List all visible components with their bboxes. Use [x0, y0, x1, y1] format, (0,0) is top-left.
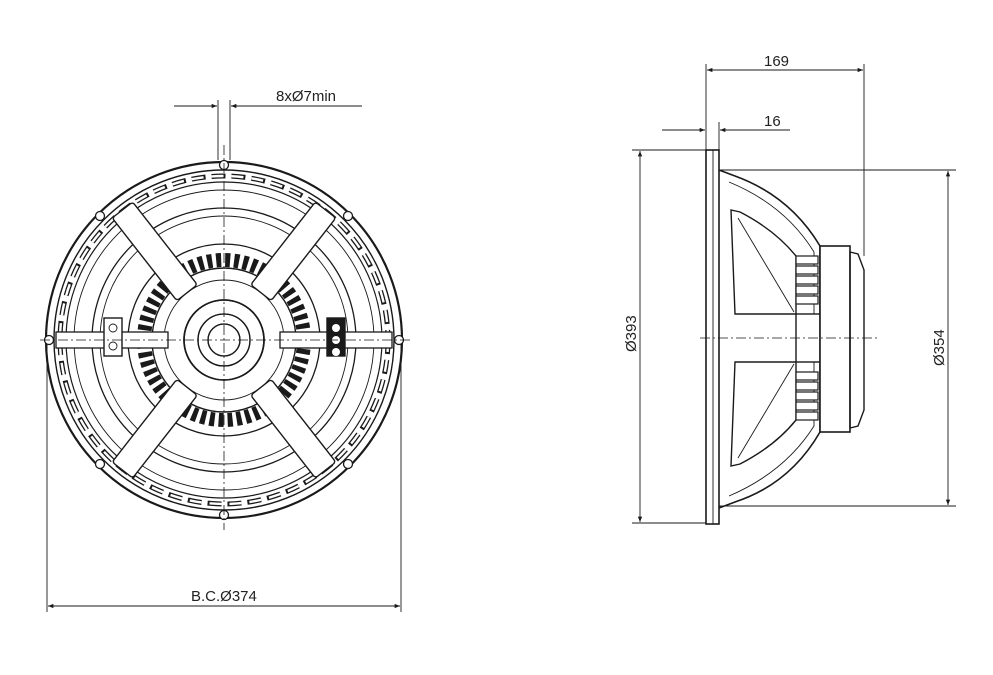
bolt-circle-dimension: B.C.Ø374 [46, 345, 402, 612]
flange-label: 16 [764, 113, 781, 130]
depth-label: 169 [764, 53, 789, 70]
front-view: 8xØ7min B.C.Ø374 [40, 88, 410, 612]
bolt-circle-label: B.C.Ø374 [191, 588, 257, 605]
baffle-diameter-label: Ø354 [931, 329, 948, 366]
motor-fins [795, 255, 819, 421]
baffle-diameter-dimension: Ø354 [719, 169, 956, 507]
depth-dimension: 169 [705, 53, 865, 256]
side-view-speaker-icon [705, 149, 865, 525]
outer-diameter-label: Ø393 [623, 315, 640, 352]
outer-diameter-dimension: Ø393 [623, 149, 706, 524]
side-view: 169 16 Ø393 Ø354 [623, 53, 956, 525]
frame-spokes [112, 202, 336, 478]
hole-spec-label: 8xØ7min [276, 88, 336, 105]
terminal-block-icon [103, 317, 346, 357]
flange-dimension: 16 [662, 113, 790, 150]
hole-spec-dimension: 8xØ7min [174, 88, 362, 160]
